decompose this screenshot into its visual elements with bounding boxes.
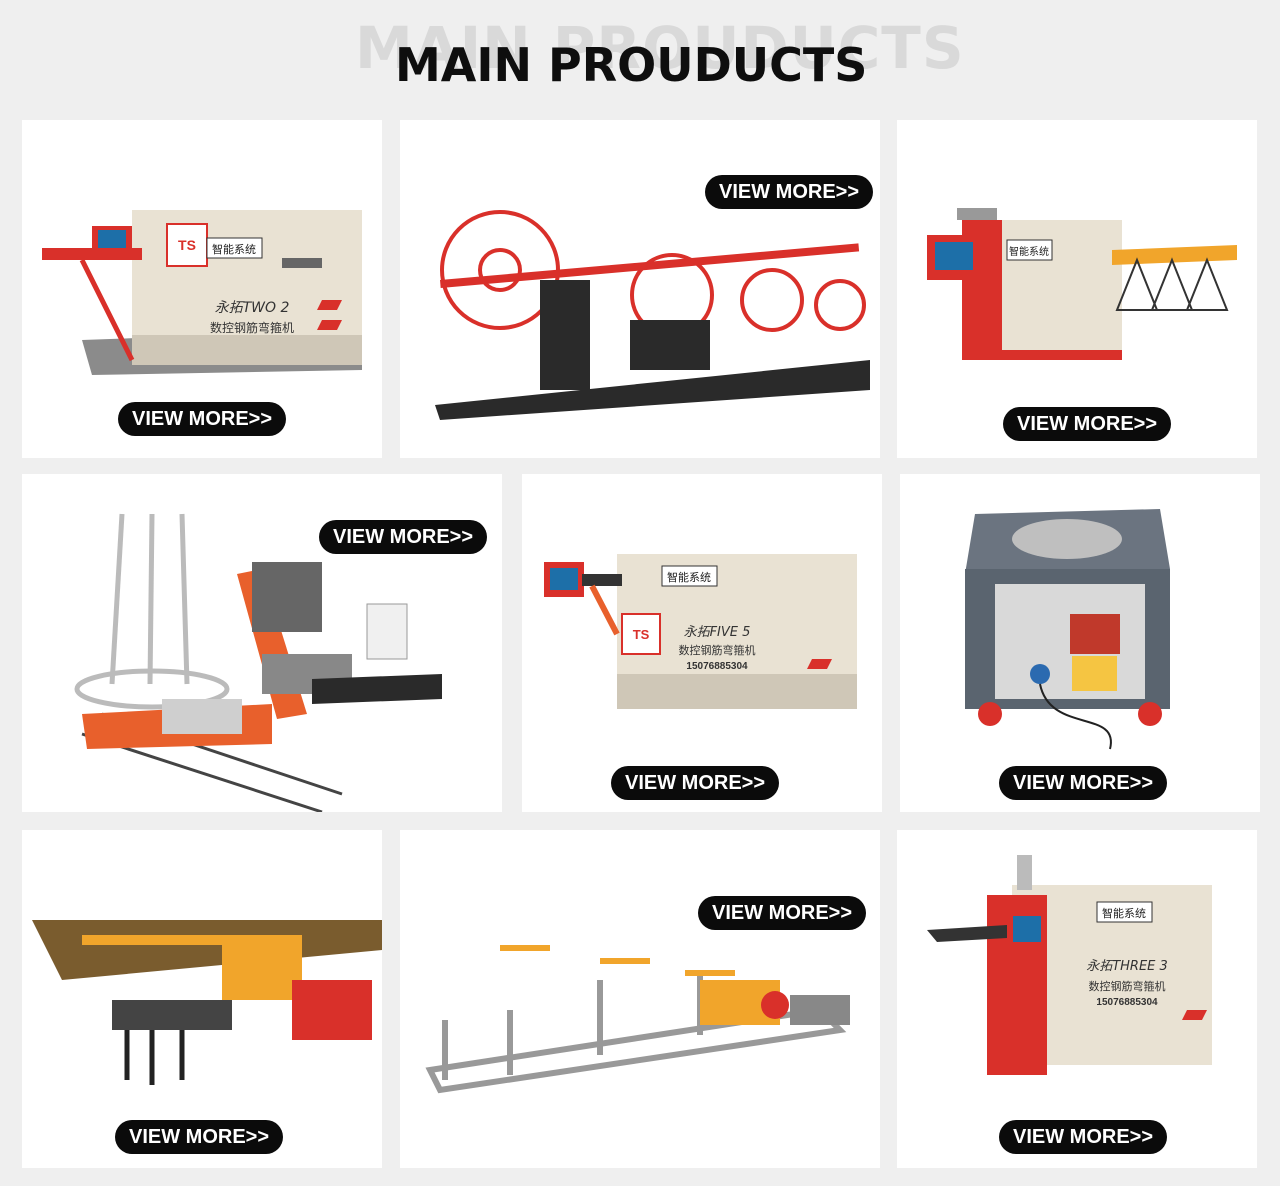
view-more-button[interactable]: VIEW MORE>>	[319, 520, 488, 554]
title-watermark: MAIN PROUDUCTS	[355, 14, 965, 82]
cnc-stirrup-bender-five-image: 智能系统 TS 永拓FIVE 5 数控钢筋弯箍机 15076885304	[544, 554, 857, 709]
view-more-button[interactable]: VIEW MORE>>	[611, 766, 780, 800]
rebar-processing-line-image	[32, 920, 382, 1085]
section-header: MAIN PROUDUCTS MAIN PROUDUCTS	[0, 0, 1280, 110]
product-card-3[interactable]: 智能系统 VIEW MORE>>	[897, 120, 1257, 458]
wire-decoiler-straightener-image	[74, 513, 442, 812]
product-card-5[interactable]: 智能系统 TS 永拓FIVE 5 数控钢筋弯箍机 15076885304 VIE…	[522, 474, 882, 812]
svg-text:数控钢筋弯箍机: 数控钢筋弯箍机	[679, 643, 756, 657]
cage-welding-machine-image	[435, 210, 870, 420]
svg-text:数控钢筋弯箍机: 数控钢筋弯箍机	[210, 320, 294, 335]
view-more-button[interactable]: VIEW MORE>>	[705, 175, 874, 209]
product-card-2[interactable]: VIEW MORE>>	[400, 120, 880, 458]
product-card-6[interactable]: VIEW MORE>>	[900, 474, 1260, 812]
view-more-button[interactable]: VIEW MORE>>	[999, 766, 1168, 800]
view-more-button[interactable]: VIEW MORE>>	[698, 896, 867, 930]
product-card-8[interactable]: VIEW MORE>>	[400, 830, 880, 1168]
svg-text:智能系统: 智能系统	[1009, 245, 1049, 258]
svg-text:智能系统: 智能系统	[212, 242, 256, 256]
view-more-button[interactable]: VIEW MORE>>	[999, 1120, 1168, 1154]
view-more-button[interactable]: VIEW MORE>>	[1003, 407, 1172, 441]
page-title: MAIN PROUDUCTS	[395, 38, 868, 92]
product-card-1[interactable]: TS 智能系统 永拓TWO 2 数控钢筋弯箍机 VIEW MORE>>	[22, 120, 382, 458]
svg-text:永拓TWO 2: 永拓TWO 2	[215, 300, 290, 316]
cnc-bender-with-conveyor-image: 智能系统	[927, 208, 1237, 360]
svg-text:永拓THREE 3: 永拓THREE 3	[1086, 959, 1168, 974]
product-card-7[interactable]: VIEW MORE>>	[22, 830, 382, 1168]
cnc-stirrup-bender-three-image: 智能系统 永拓THREE 3 数控钢筋弯箍机 15076885304	[927, 855, 1212, 1075]
view-more-button[interactable]: VIEW MORE>>	[115, 1120, 284, 1154]
view-more-button[interactable]: VIEW MORE>>	[118, 402, 287, 436]
svg-text:智能系统: 智能系统	[667, 570, 711, 584]
svg-text:TS: TS	[178, 237, 196, 253]
svg-text:15076885304: 15076885304	[686, 661, 748, 672]
product-card-4[interactable]: VIEW MORE>>	[22, 474, 502, 812]
svg-text:15076885304: 15076885304	[1096, 997, 1158, 1008]
svg-text:永拓FIVE 5: 永拓FIVE 5	[684, 625, 751, 640]
svg-text:TS: TS	[633, 627, 650, 642]
cnc-stirrup-bender-image: TS 智能系统 永拓TWO 2 数控钢筋弯箍机	[42, 210, 362, 375]
svg-text:数控钢筋弯箍机: 数控钢筋弯箍机	[1089, 979, 1166, 993]
product-card-9[interactable]: 智能系统 永拓THREE 3 数控钢筋弯箍机 15076885304 VIEW …	[897, 830, 1257, 1168]
rebar-bending-machine-image	[965, 509, 1170, 750]
svg-text:智能系统: 智能系统	[1102, 906, 1146, 920]
rebar-cutting-line-image	[425, 945, 850, 1094]
